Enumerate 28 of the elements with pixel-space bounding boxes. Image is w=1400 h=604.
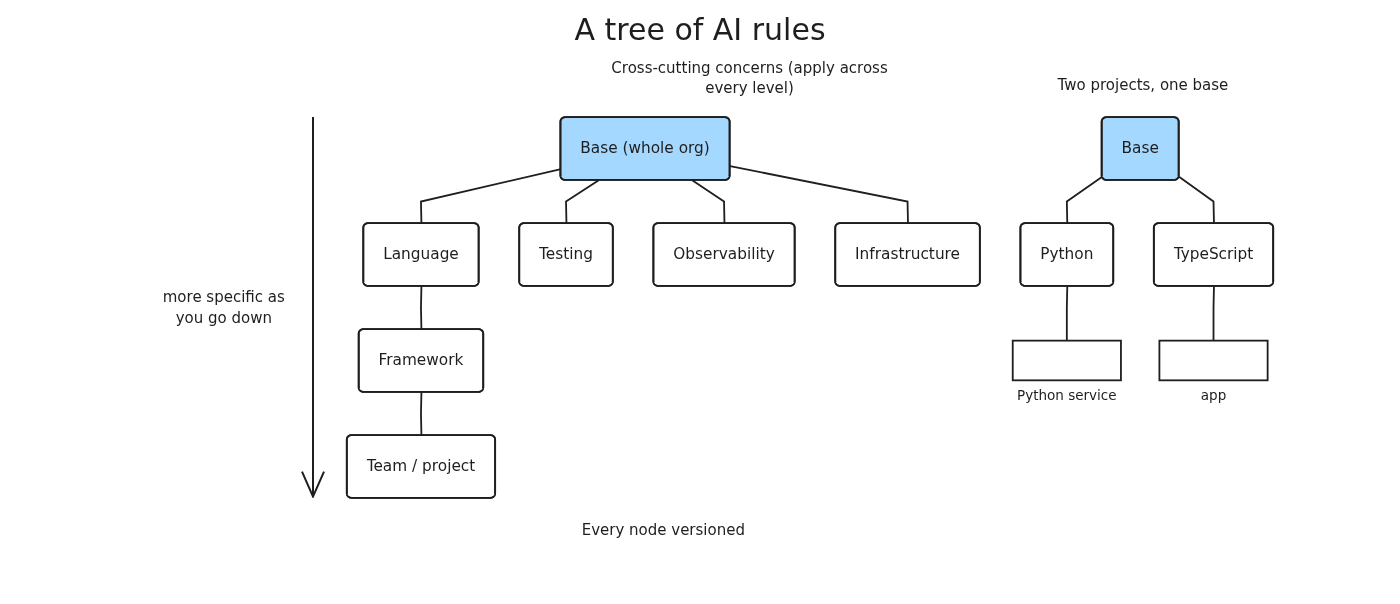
node-box: Team / project <box>345 434 497 499</box>
node-box: Infrastructure <box>834 222 981 287</box>
side-note: more specific as you go down <box>161 287 286 328</box>
node-box: Testing <box>518 222 614 287</box>
node-caption: Python service <box>1017 387 1117 404</box>
connector-line <box>1178 175 1215 225</box>
connector-line <box>1212 285 1215 342</box>
connector-line <box>1065 285 1069 342</box>
diagram-title: A tree of AI rules <box>574 12 826 47</box>
section-heading: Cross-cutting concerns (apply across every level) <box>610 58 889 99</box>
connector-line <box>691 179 726 225</box>
node-box: Observability <box>652 222 796 287</box>
empty-box <box>1011 339 1122 382</box>
connector-line <box>420 285 423 331</box>
connector-line <box>565 179 600 225</box>
caption: Every node versioned <box>581 519 745 541</box>
empty-box <box>1158 339 1269 382</box>
connector-line <box>729 165 909 225</box>
node-box: Base (whole org) <box>559 116 731 181</box>
node-box: Python <box>1019 222 1115 287</box>
connector-line <box>420 391 423 437</box>
node-box: TypeScript <box>1152 222 1275 287</box>
connector-line <box>1065 175 1104 225</box>
node-box: Base <box>1100 116 1180 181</box>
section-heading: Two projects, one base <box>1057 74 1229 96</box>
node-box: Language <box>362 222 480 287</box>
node-caption: app <box>1200 387 1227 404</box>
node-box: Framework <box>357 328 485 393</box>
